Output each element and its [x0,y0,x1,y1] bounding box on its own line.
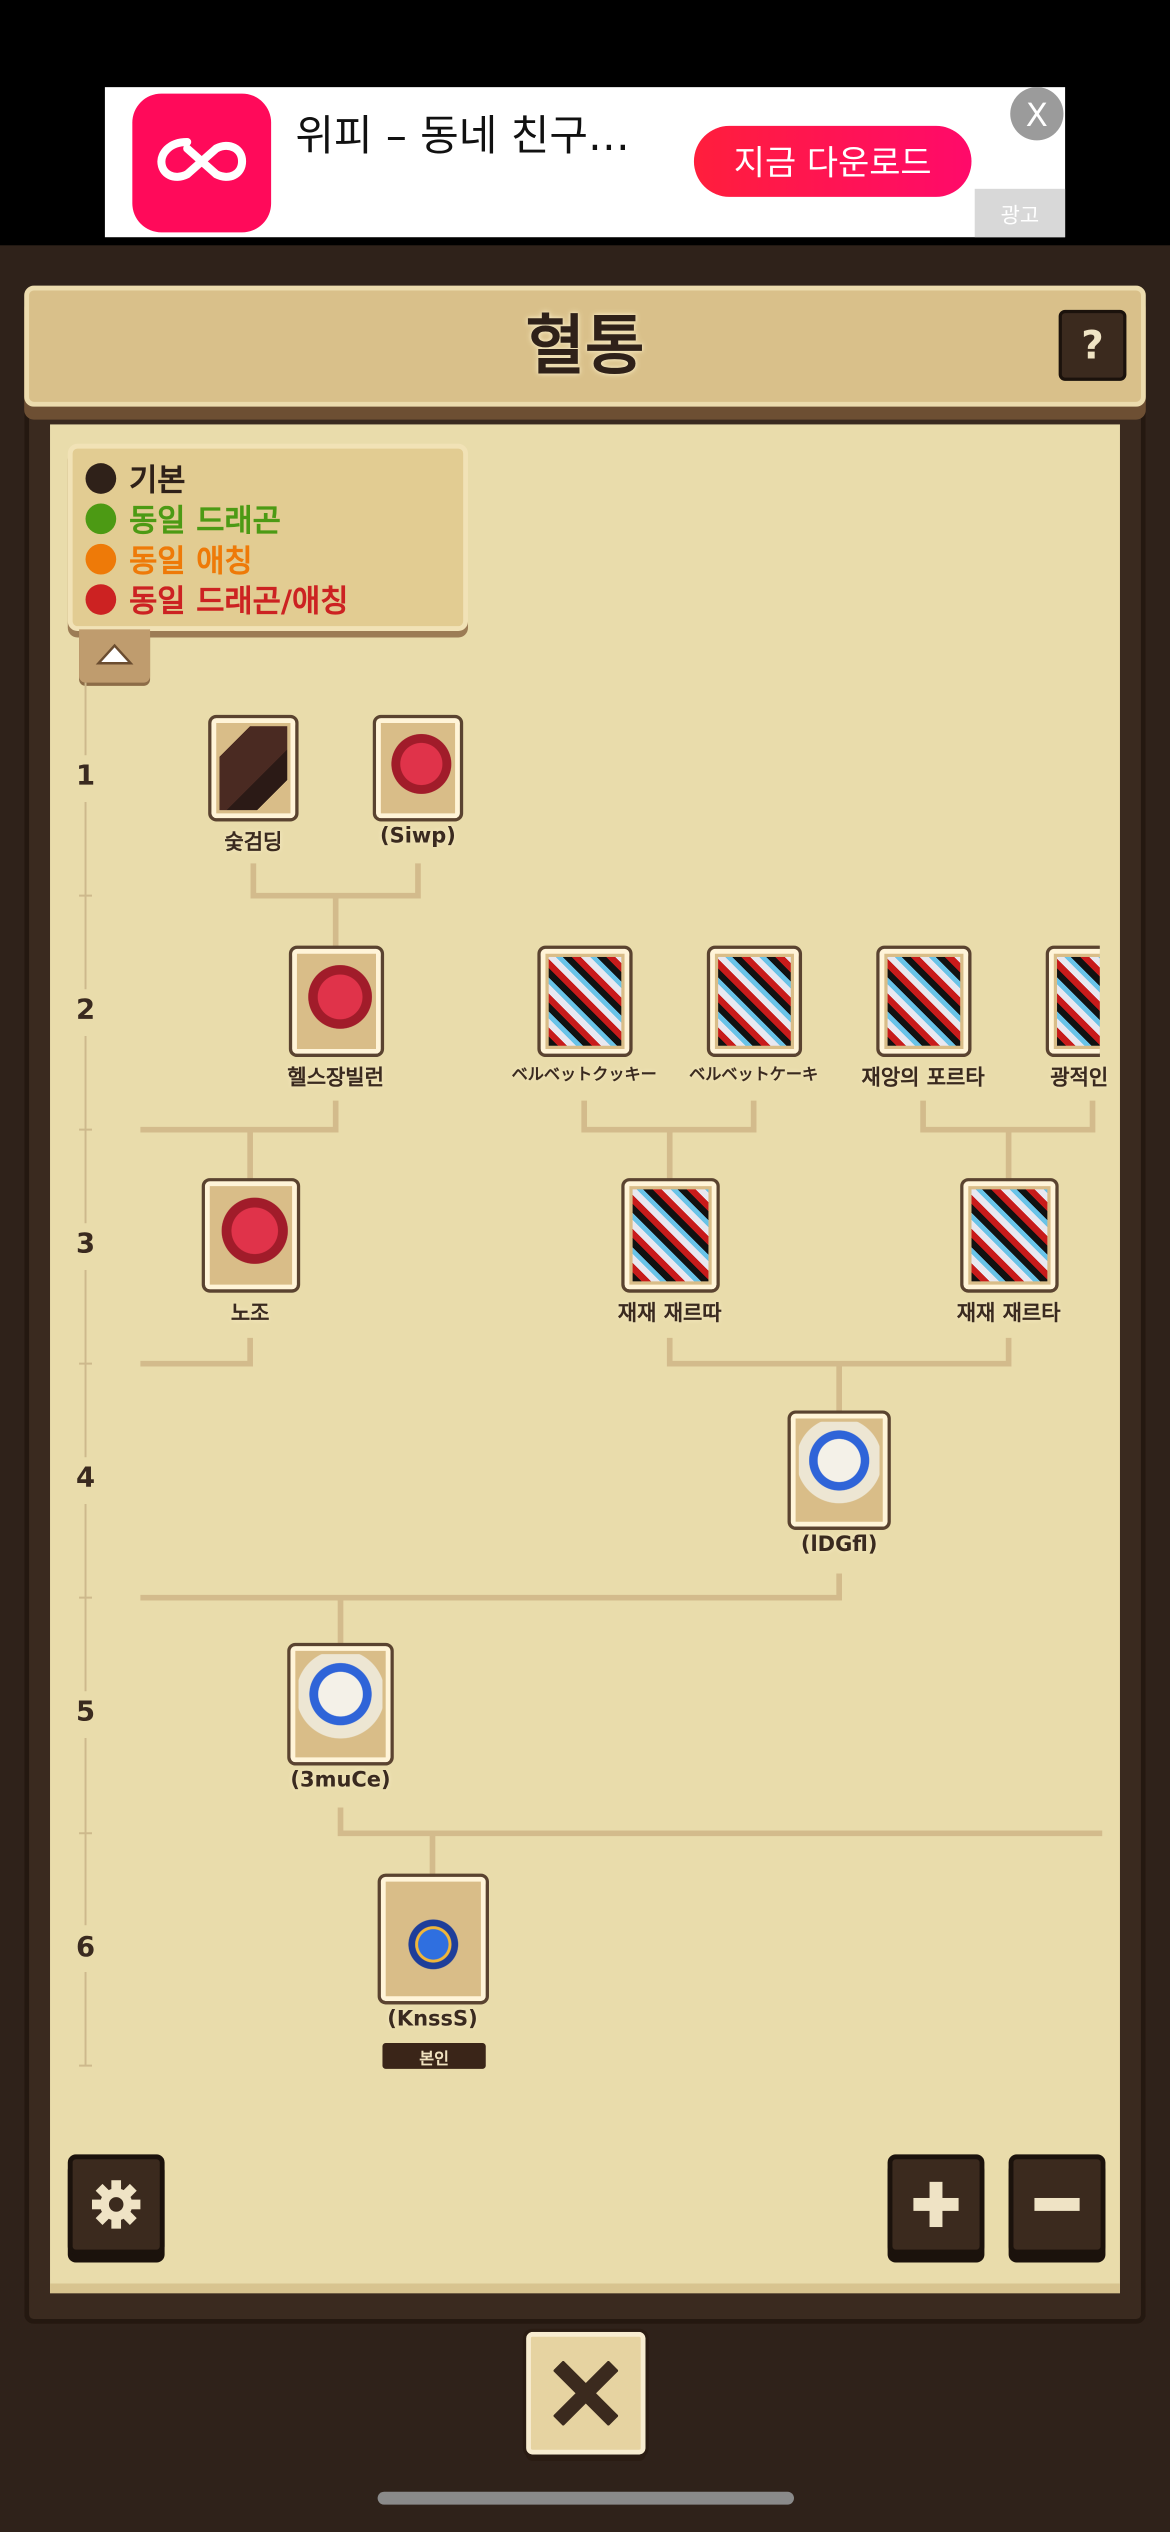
dragon-portrait-icon [631,1189,708,1282]
dragon-portrait-icon [219,726,288,811]
legend-dot-icon [85,543,117,575]
legend-item: 동일 드래곤 [85,499,451,540]
generation-label: 3 [75,1228,96,1261]
generation-label: 6 [75,1931,96,1964]
legend-dot-icon [85,584,117,615]
ad-close-button[interactable]: X [1010,87,1064,141]
dragon-name[interactable]: 광적인 포 [1050,1066,1135,1091]
dragon-card[interactable] [208,714,299,822]
legend-item: 동일 드래곤/애칭 [85,579,451,620]
page-title: 혈통 [525,309,645,385]
plus-icon [913,2181,959,2228]
ad-title[interactable]: 위피 – 동네 친구… [295,112,630,162]
dragon-name[interactable]: (3muCe) [290,1768,391,1793]
zoom-in-button[interactable] [887,2154,985,2255]
home-indicator[interactable] [377,2491,794,2505]
generation-label: 2 [75,994,96,1027]
dragon-name[interactable]: 숯검딩 [224,831,283,856]
dragon-card[interactable] [200,1178,300,1293]
close-icon [553,2360,619,2426]
dragon-portrait-icon [717,956,790,1046]
dragon-name[interactable]: 헬스장빌런 [287,1066,384,1091]
dragon-name[interactable]: (lDGfl) [800,1533,878,1558]
close-button[interactable] [522,2328,649,2458]
dragon-portrait-icon [388,1884,477,1994]
dragon-card[interactable] [536,945,632,1058]
legend-item: 동일 애칭 [85,539,451,580]
dragon-name[interactable]: 재재 재르따 [617,1302,722,1327]
dragon-card[interactable] [787,1410,891,1530]
dragon-card[interactable] [959,1178,1058,1293]
dragon-card[interactable] [875,945,971,1058]
help-button[interactable]: ? [1058,309,1127,381]
dragon-portrait-icon [547,956,621,1046]
dragon-card[interactable] [288,945,384,1058]
dragon-portrait-icon [970,1189,1047,1282]
generation-label: 5 [75,1696,96,1729]
dragon-portrait-icon [299,956,372,1046]
header-bar: 혈통 ? [24,285,1146,407]
gear-icon [91,2180,141,2229]
legend-label: 동일 애칭 [129,543,253,580]
ad-badge[interactable]: 광고 [974,188,1066,238]
legend-label: 동일 드래곤 [129,503,281,540]
dragon-name[interactable]: ベルベットクッキー [511,1066,657,1085]
generation-label: 4 [75,1462,96,1495]
dragon-card[interactable] [620,1178,719,1293]
dragon-card[interactable] [1044,945,1100,1058]
dragon-portrait-icon [212,1189,289,1282]
legend-item: 기본 [85,458,451,499]
self-badge: 본인 [382,2043,486,2069]
legend-dot-icon [85,463,117,494]
legend-dot-icon [85,503,117,535]
dragon-portrait-icon [384,726,452,811]
dragon-portrait-icon [798,1421,880,1519]
dragon-name[interactable]: (KnssS) [387,2007,478,2032]
dragon-name[interactable]: (Siwp) [380,824,456,849]
dragon-card[interactable] [376,1873,489,2005]
ad-app-icon[interactable] [132,93,272,233]
dragon-name[interactable]: 재앙의 포르타 [861,1066,985,1091]
zoom-out-button[interactable] [1008,2154,1106,2255]
dragon-card[interactable] [287,1642,394,1766]
ad-banner[interactable]: 위피 – 동네 친구… 지금 다운로드 X 광고 [104,87,1066,238]
generation-label: 1 [75,760,96,793]
dragon-name[interactable]: ベルベットケーキ [689,1066,819,1085]
legend-label: 기본 [129,463,186,499]
chevron-up-icon [95,643,134,665]
dragon-card[interactable] [372,714,464,822]
dragon-name[interactable]: 재재 재르타 [956,1302,1061,1327]
dragon-name[interactable]: 노조 [230,1302,270,1327]
dragon-card[interactable] [706,945,802,1058]
legend-toggle-button[interactable] [79,629,151,683]
ad-download-button[interactable]: 지금 다운로드 [693,125,972,197]
dragon-portrait-icon [298,1654,383,1755]
legend-label: 동일 드래곤/애칭 [129,584,349,620]
dragon-portrait-icon [886,956,960,1046]
settings-button[interactable] [67,2154,165,2255]
dragon-portrait-icon [1056,956,1100,1046]
minus-icon [1034,2197,1080,2211]
